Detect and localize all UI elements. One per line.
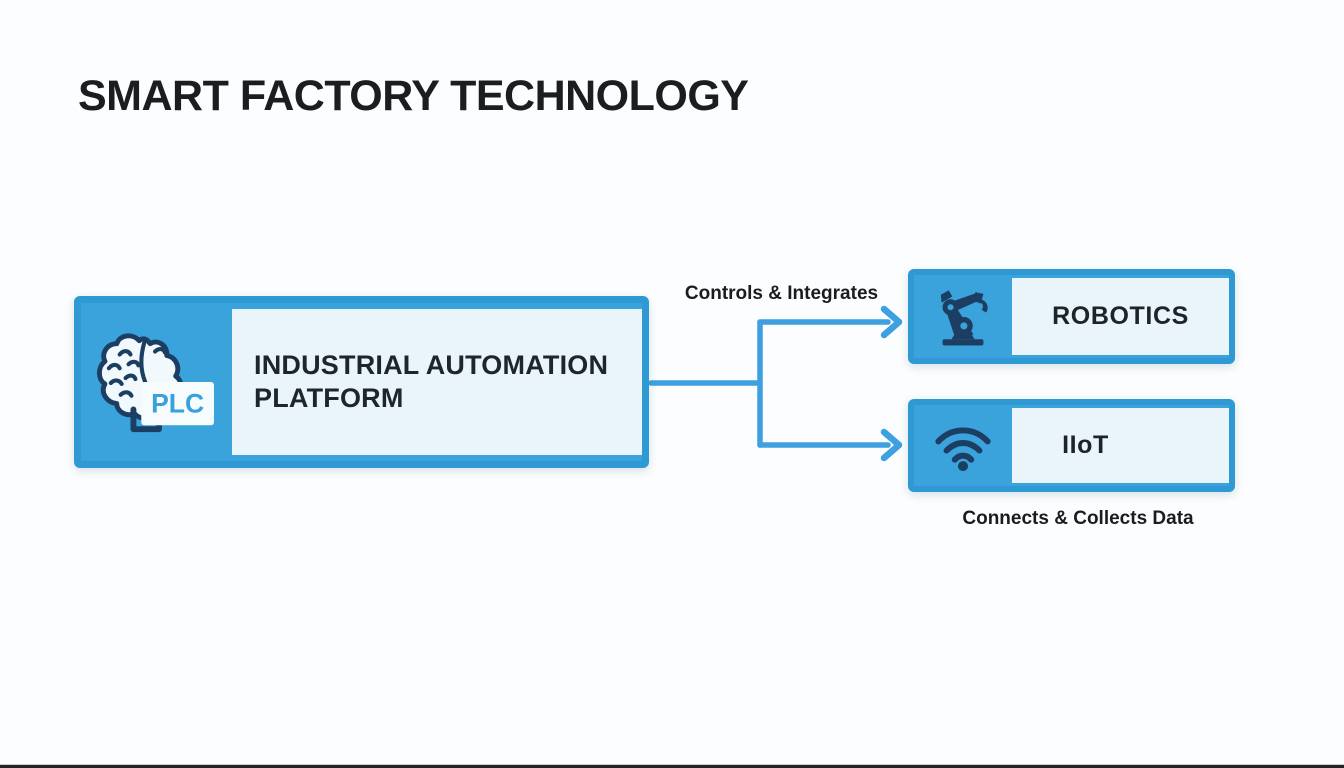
wifi-icon: [935, 427, 991, 471]
platform-label-panel: INDUSTRIAL AUTOMATION PLATFORM: [232, 309, 642, 455]
iiot-label-panel: IIoT: [1012, 408, 1229, 483]
robot-arm-icon: [940, 289, 988, 345]
node-robotics: ROBOTICS: [908, 269, 1235, 364]
platform-label: INDUSTRIAL AUTOMATION PLATFORM: [254, 350, 609, 413]
arrowhead-iiot: [880, 428, 903, 462]
arrowhead-robotics: [880, 305, 903, 339]
plc-badge: [140, 382, 214, 426]
bottom-bar: [0, 765, 1344, 768]
edge-label-connects-collects: Connects & Collects Data: [962, 508, 1194, 529]
edge-label-controls-integrates: Controls & Integrates: [684, 283, 879, 304]
robotics-icon-zone: [914, 275, 1012, 358]
robotics-label: ROBOTICS: [1052, 302, 1189, 330]
platform-icon-zone: PLC: [81, 303, 232, 461]
plc-badge-label: PLC: [151, 388, 204, 418]
node-industrial-automation-platform: PLC INDUSTRIAL AUTOMATION PLATFORM: [74, 296, 649, 468]
brain-plc-icon: PLC: [96, 333, 214, 433]
bottom-divider-line: [0, 764, 1344, 765]
node-iiot: IIoT: [908, 399, 1235, 492]
iiot-label: IIoT: [1062, 431, 1109, 459]
plc-device-frame: [129, 406, 162, 433]
robotics-label-panel: ROBOTICS: [1012, 278, 1229, 355]
page-title: SMART FACTORY TECHNOLOGY: [78, 72, 749, 120]
iiot-icon-zone: [914, 405, 1012, 486]
